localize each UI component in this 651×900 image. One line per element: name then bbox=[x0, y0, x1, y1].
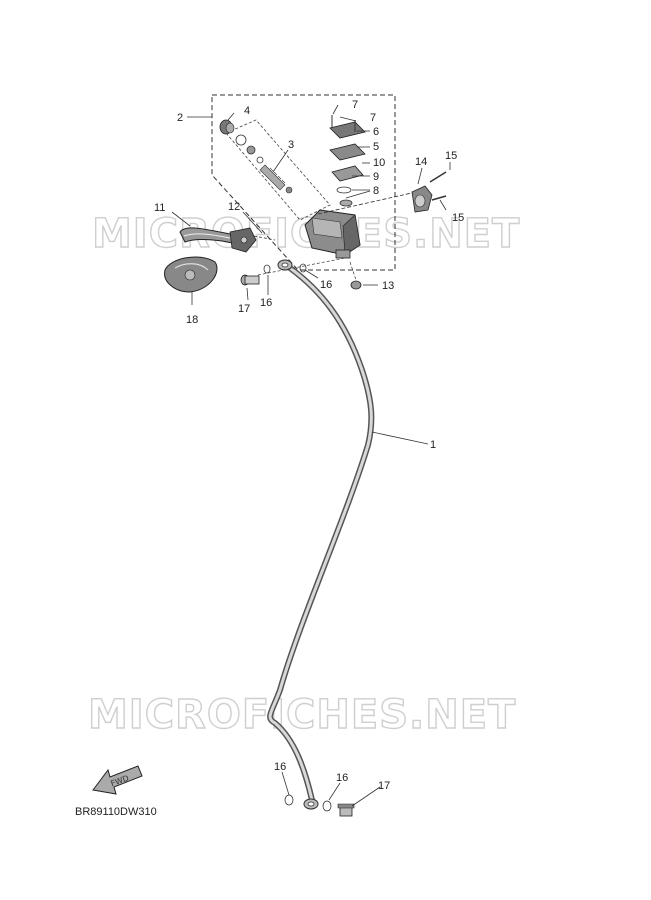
copper-washer-top-right bbox=[299, 263, 307, 273]
callout-16a: 16 bbox=[260, 297, 272, 309]
callout-10: 10 bbox=[373, 157, 385, 169]
callout-5: 5 bbox=[373, 141, 379, 153]
reservoir-cap-stack bbox=[329, 115, 366, 207]
lever-pivot bbox=[229, 227, 276, 253]
callout-16c: 16 bbox=[274, 761, 286, 773]
callout-15b: 15 bbox=[452, 212, 464, 224]
master-cylinder-body bbox=[304, 209, 361, 259]
banjo-bolt-bottom bbox=[337, 803, 355, 817]
hose-banjo-top bbox=[277, 259, 293, 271]
handlebar-clamp bbox=[411, 171, 447, 213]
callout-9: 9 bbox=[373, 171, 379, 183]
nut-axis bbox=[349, 261, 357, 281]
banjo-axis-top bbox=[257, 257, 346, 276]
callout-8: 8 bbox=[373, 185, 379, 197]
nut-13 bbox=[350, 280, 362, 290]
callout-15a: 15 bbox=[445, 150, 457, 162]
callout-18: 18 bbox=[186, 314, 198, 326]
copper-washer-bottom-right bbox=[322, 800, 332, 812]
brake-hose-highlight bbox=[268, 266, 373, 802]
callout-7b: 7 bbox=[370, 112, 376, 124]
callout-7a: 7 bbox=[352, 99, 358, 111]
callout-16b: 16 bbox=[320, 279, 332, 291]
callout-1: 1 bbox=[430, 439, 436, 451]
callout-17b: 17 bbox=[378, 780, 390, 792]
piston-kit bbox=[235, 134, 293, 194]
callout-12: 12 bbox=[228, 201, 240, 213]
banjo-bolt-top bbox=[240, 274, 260, 286]
hose-banjo-bottom bbox=[303, 798, 319, 810]
callout-13: 13 bbox=[382, 280, 394, 292]
callout-2: 2 bbox=[177, 112, 183, 124]
callout-11: 11 bbox=[154, 202, 165, 214]
callout-17a: 17 bbox=[238, 303, 250, 315]
callout-3: 3 bbox=[288, 139, 294, 151]
cylinder-cap bbox=[219, 119, 235, 135]
copper-washer-bottom-left bbox=[284, 794, 294, 806]
watermark-top: MICROFICHES.NET bbox=[92, 211, 520, 257]
copper-washer-top-left bbox=[263, 264, 271, 274]
leader-lines bbox=[171, 104, 451, 807]
watermark-bottom: MICROFICHES.NET bbox=[88, 692, 516, 738]
callout-16d: 16 bbox=[336, 772, 348, 784]
callout-4: 4 bbox=[244, 105, 250, 117]
bolt-axis bbox=[317, 189, 426, 215]
lever-cover bbox=[164, 256, 218, 293]
diagram-code: BR89110DW310 bbox=[75, 806, 157, 818]
master-cylinder-assembly-box bbox=[211, 94, 396, 271]
internal-guide-box bbox=[225, 119, 331, 221]
forward-arrow: FWD bbox=[92, 765, 143, 795]
callout-14: 14 bbox=[415, 156, 427, 168]
callout-6: 6 bbox=[373, 126, 379, 138]
